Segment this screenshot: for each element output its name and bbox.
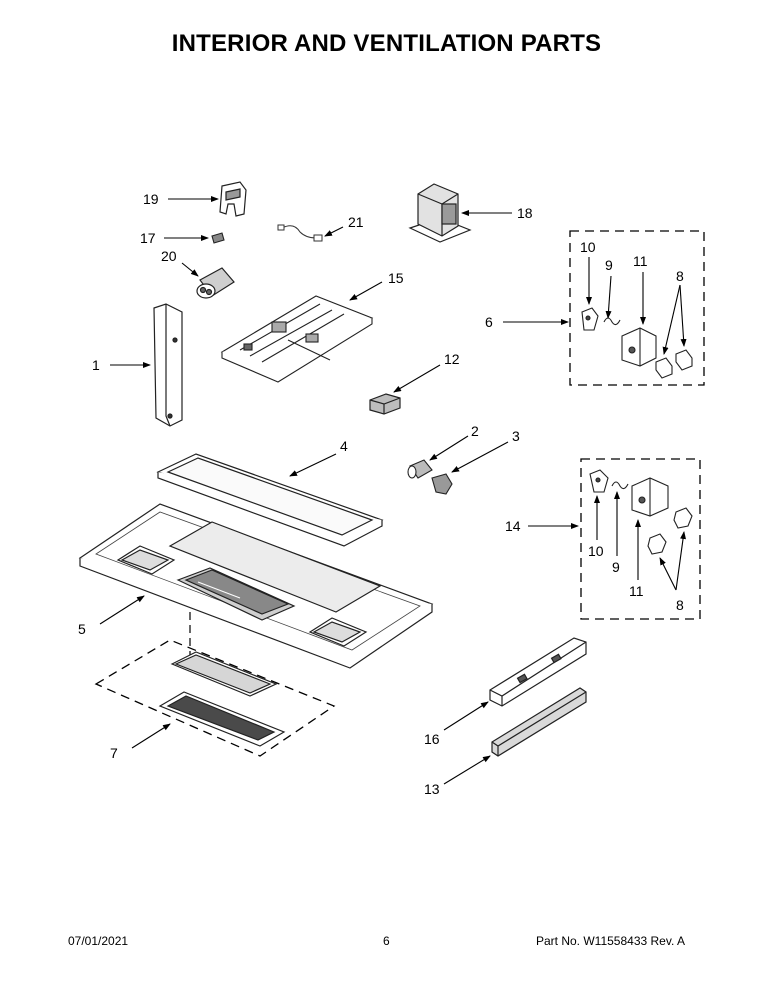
part-10-actuator-top bbox=[581, 307, 599, 331]
part-8-switches-top bbox=[655, 349, 693, 379]
part-8-switches-middle bbox=[647, 507, 693, 555]
callout-4: 4 bbox=[340, 438, 348, 454]
part-3-socket-clip bbox=[431, 473, 453, 495]
part-2-lamp-socket bbox=[407, 459, 433, 479]
part-12-block bbox=[369, 393, 401, 415]
callout-2: 2 bbox=[471, 423, 479, 439]
callout-21: 21 bbox=[348, 214, 364, 230]
part-7-filter-assembly bbox=[158, 651, 286, 747]
callout-13: 13 bbox=[424, 781, 440, 797]
leader-16 bbox=[443, 701, 489, 731]
part-20-capacitor bbox=[196, 267, 235, 299]
part-10-actuator-middle bbox=[589, 469, 609, 493]
switch-kit-box-top bbox=[569, 230, 705, 386]
leader-13 bbox=[443, 755, 491, 785]
part-11-switch-holder-middle bbox=[631, 477, 669, 517]
part-1-vertical-bracket bbox=[153, 303, 183, 427]
callout-10-top: 10 bbox=[580, 239, 596, 255]
callout-18: 18 bbox=[517, 205, 533, 221]
callout-12: 12 bbox=[444, 351, 460, 367]
leader-15 bbox=[349, 281, 383, 301]
leader-12 bbox=[393, 364, 441, 393]
leader-21 bbox=[324, 226, 344, 237]
part-9-spring-middle bbox=[611, 481, 629, 490]
part-7-dashed-outline bbox=[94, 639, 336, 757]
part-4-filter-frame bbox=[156, 453, 384, 547]
callout-9-top: 9 bbox=[605, 257, 613, 273]
callout-10-middle: 10 bbox=[588, 543, 604, 559]
leader-8-top-b bbox=[679, 284, 687, 347]
leader-8-middle-b bbox=[675, 531, 687, 591]
callout-14: 14 bbox=[505, 518, 521, 534]
callout-5: 5 bbox=[78, 621, 86, 637]
callout-19: 19 bbox=[143, 191, 159, 207]
leader-8-top-a bbox=[662, 284, 681, 355]
callout-16: 16 bbox=[424, 731, 440, 747]
callout-15: 15 bbox=[388, 270, 404, 286]
leader-20 bbox=[181, 262, 199, 277]
part-19-clip bbox=[219, 181, 247, 217]
callout-1: 1 bbox=[92, 357, 100, 373]
part-18-transformer bbox=[408, 183, 472, 243]
leader-7 bbox=[131, 723, 171, 749]
part-9-spring-top bbox=[603, 317, 621, 326]
leader-4 bbox=[289, 453, 337, 477]
part-17-small-clip bbox=[211, 232, 225, 244]
footer-date: 07/01/2021 bbox=[68, 934, 129, 948]
leader-9-top bbox=[605, 275, 612, 319]
part-11-switch-holder-top bbox=[621, 327, 657, 367]
part-21-wire bbox=[277, 224, 323, 242]
part-13-diffuser-bar bbox=[491, 687, 587, 757]
callout-11-top: 11 bbox=[633, 253, 648, 269]
leader-8-middle-a bbox=[659, 557, 677, 591]
callout-6: 6 bbox=[485, 314, 493, 330]
callout-20: 20 bbox=[161, 248, 177, 264]
callout-9-middle: 9 bbox=[612, 559, 620, 575]
page-title: INTERIOR AND VENTILATION PARTS bbox=[171, 30, 602, 57]
leader-2 bbox=[429, 435, 469, 461]
callout-8-top: 8 bbox=[676, 268, 684, 284]
part-15-bracket-plate bbox=[220, 295, 374, 383]
footer-page-number: 6 bbox=[383, 934, 390, 948]
callout-7: 7 bbox=[110, 745, 118, 761]
footer-part-number: Part No. W11558433 Rev. A bbox=[536, 934, 685, 948]
switch-kit-box-middle bbox=[580, 458, 701, 620]
callout-17: 17 bbox=[140, 230, 156, 246]
leader-5 bbox=[99, 595, 145, 625]
callout-8-middle: 8 bbox=[676, 597, 684, 613]
part-16-lens-bracket bbox=[489, 637, 587, 707]
part-5-bottom-plate bbox=[78, 503, 434, 669]
leader-3 bbox=[451, 441, 509, 473]
callout-11-middle: 11 bbox=[629, 583, 644, 599]
callout-3: 3 bbox=[512, 428, 520, 444]
